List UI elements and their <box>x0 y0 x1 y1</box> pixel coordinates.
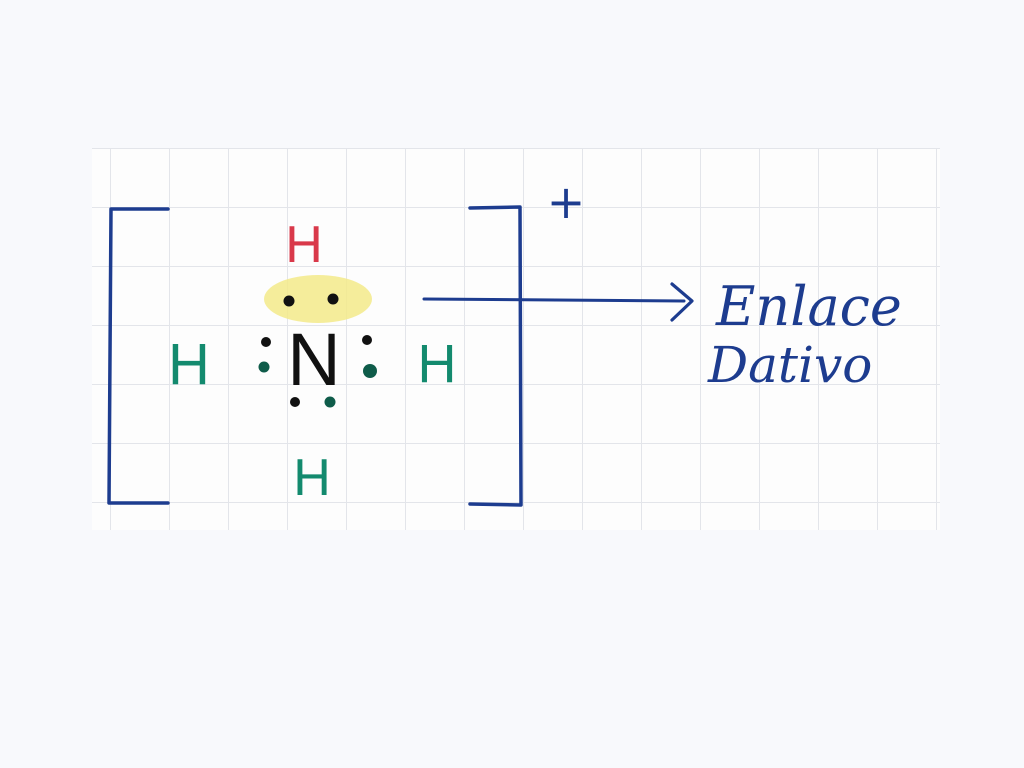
hydrogen-bottom: H <box>293 449 331 507</box>
hydrogen-left: H <box>168 332 210 397</box>
electron-dot <box>362 335 372 345</box>
left-bracket <box>107 207 170 505</box>
dative-pair-highlight <box>264 275 372 323</box>
ion-charge: + <box>547 175 586 229</box>
hydrogen-top: H <box>285 216 323 274</box>
hydrogen-right: H <box>418 334 457 394</box>
arrow-head-icon <box>670 282 694 322</box>
arrow-line <box>422 297 686 303</box>
nitrogen-center: N <box>287 318 340 401</box>
annotation-line-2: Dativo <box>707 336 872 394</box>
electron-dot <box>261 337 271 347</box>
electron-dot <box>327 293 339 305</box>
electron-dot <box>283 295 295 307</box>
annotation-line-1: Enlace <box>715 275 902 338</box>
electron-dot <box>363 364 377 378</box>
right-bracket <box>468 205 523 507</box>
electron-dot <box>290 397 300 407</box>
grid-paper <box>92 148 940 530</box>
electron-dot <box>324 396 336 408</box>
electron-dot <box>258 361 270 373</box>
